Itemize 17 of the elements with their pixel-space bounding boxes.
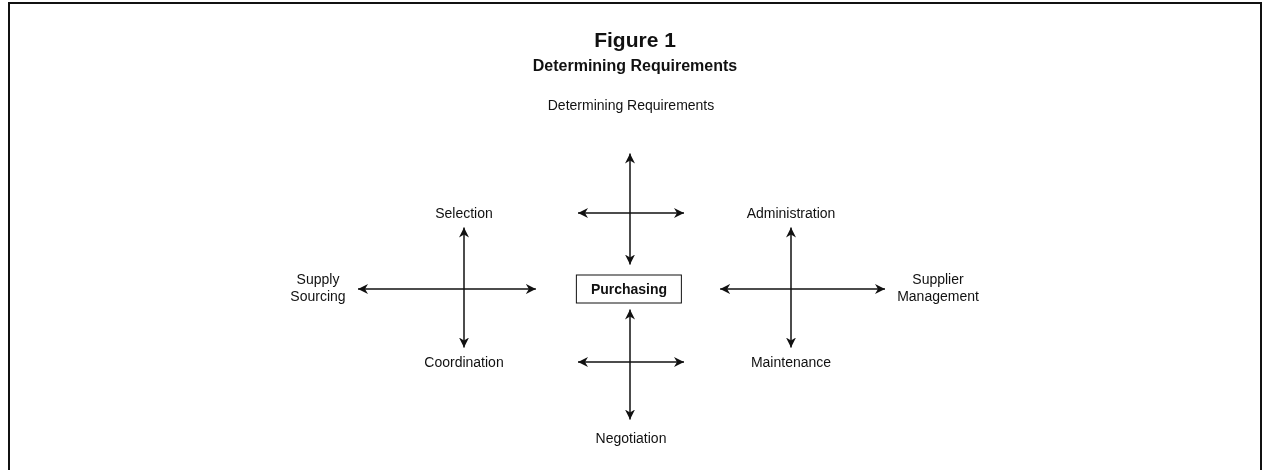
double-arrow bbox=[719, 284, 886, 294]
double-arrow bbox=[625, 308, 635, 421]
node-label: Maintenance bbox=[750, 353, 832, 371]
node-label: Selection bbox=[435, 204, 493, 222]
node-label: Negotiation bbox=[595, 429, 667, 447]
figure-title: Figure 1 bbox=[593, 28, 677, 52]
double-arrow bbox=[625, 152, 635, 266]
double-arrow bbox=[357, 284, 537, 294]
node-label: Determining Requirements bbox=[547, 96, 715, 114]
node-label: Coordination bbox=[424, 353, 504, 371]
process-box: Purchasing bbox=[575, 274, 683, 304]
double-arrow bbox=[459, 226, 469, 349]
node-label: Supplier Management bbox=[893, 271, 983, 305]
double-arrow bbox=[786, 226, 796, 349]
figure-subtitle: Determining Requirements bbox=[531, 57, 739, 75]
node-label: Administration bbox=[746, 204, 836, 222]
node-label: Supply Sourcing bbox=[288, 271, 348, 305]
